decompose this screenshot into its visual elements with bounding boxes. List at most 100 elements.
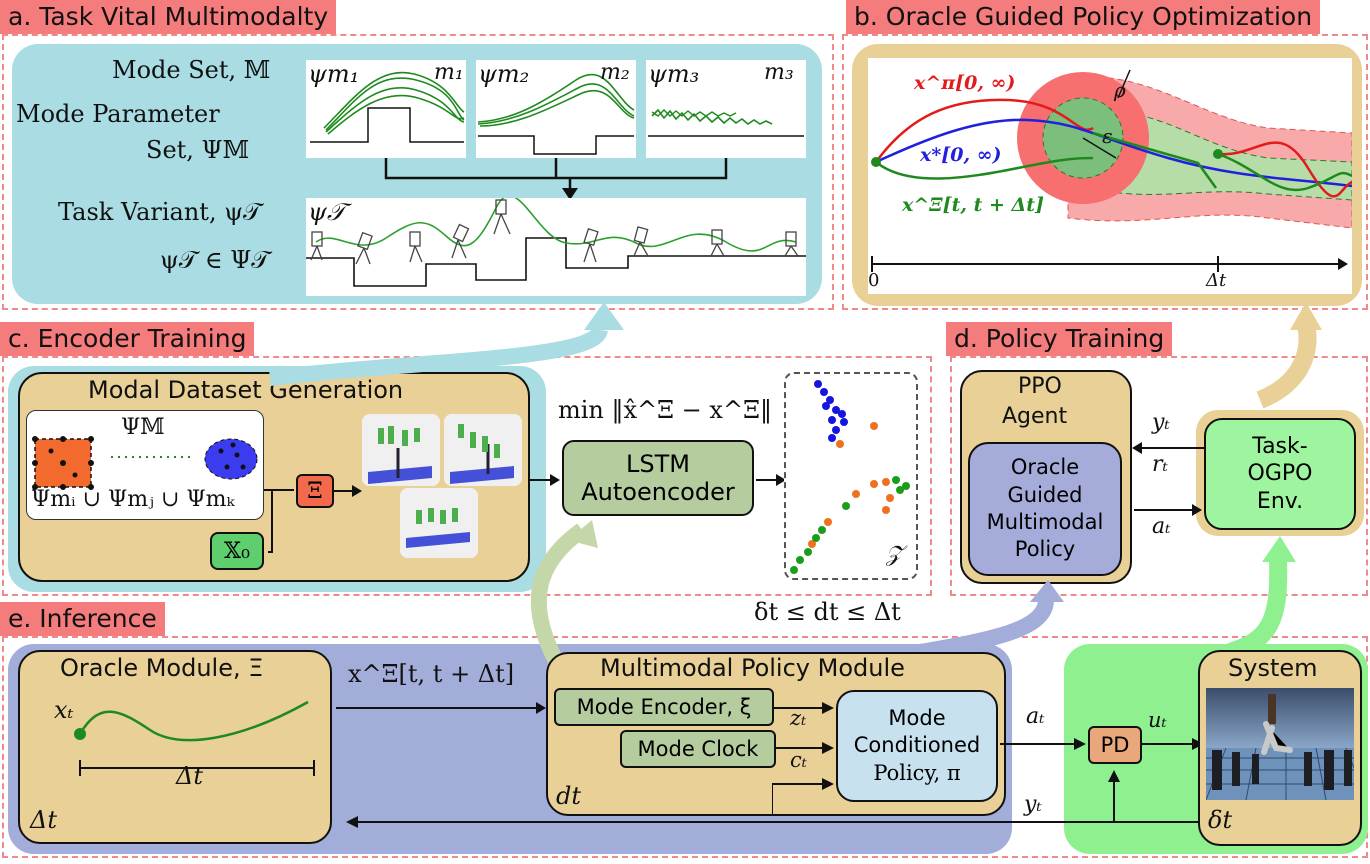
mode-m2-svg [477, 73, 635, 155]
trajectory-thumb-1 [362, 414, 440, 486]
horizon-label: Δt [176, 762, 203, 790]
mode-m3-svg [648, 108, 804, 137]
psi-M-label: Ψ𝕄 [121, 415, 165, 440]
parameter-set-svg [32, 436, 258, 490]
psi-m3-label: ψm₃ [648, 60, 700, 88]
timescale-constraint: δt ≤ dt ≤ Δt [754, 598, 901, 626]
state-x-label: xₜ [54, 696, 74, 724]
task-variant-svg [306, 198, 806, 287]
system-rate-label: δt [1208, 806, 1233, 834]
reward-label: rₜ [1152, 452, 1168, 477]
oracle-module-box [18, 650, 332, 844]
latent-space-box: 𝒵 [784, 372, 918, 580]
oracle-xi-box: Ξ [296, 474, 334, 508]
mode-m1-svg [310, 71, 465, 143]
policy-input-arrows [772, 702, 834, 816]
simulation-render [1206, 688, 1354, 800]
clock-signal-label: cₜ [790, 748, 807, 772]
parameter-set-box: Ψ𝕄 Ψmᵢ ∪ Ψmⱼ ∪ Ψmₖ [26, 410, 264, 520]
trajectory-thumb-3 [400, 488, 478, 558]
trajectory-thumb-3-svg [400, 488, 478, 558]
feedback-line [346, 770, 1198, 828]
latent-scatter [790, 380, 910, 574]
policy-label-3: Multimodal [986, 510, 1104, 534]
policy-label-1: Oracle [1010, 455, 1080, 480]
inference-action-label: aₜ [1026, 704, 1045, 729]
obs-y-label: yₜ [1152, 410, 1170, 435]
feedback-y-label: yₜ [1024, 792, 1042, 817]
oracle-to-policy-arrow [336, 702, 546, 714]
mode-m2-plot: ψm₂ m₂ [476, 60, 636, 158]
section-c-title: c. Encoder Training [0, 322, 255, 356]
x-xi-label: x^Ξ[t, t + Δt] [902, 194, 1045, 216]
section-a-frame [2, 34, 834, 310]
section-d-frame [950, 356, 1368, 596]
mode-encoder-box: Mode Encoder, ξ [554, 688, 774, 726]
pd-controller-box: PD [1088, 726, 1142, 764]
m3-label: m₃ [764, 60, 794, 85]
psi-T-label: ψ𝒯 [308, 198, 346, 226]
mode-set-label: Mode Set, 𝕄 [112, 56, 271, 84]
psi-m2-label: ψm₂ [478, 60, 530, 88]
mode-merge-connector [384, 158, 728, 200]
m2-label: m₂ [600, 60, 630, 85]
ppo-label-1: PPO [1018, 374, 1062, 399]
task-variant-label: Task Variant, ψ𝒯 [58, 198, 262, 226]
task-ogpo-env-box: Task- OGPO Env. [1204, 418, 1356, 530]
oracle-guided-policy-box: Oracle Guided Multimodal Policy [968, 442, 1122, 576]
policy-label-2: Guided [1007, 482, 1083, 507]
lstm-label-2: Autoencoder [581, 478, 735, 506]
axis-zero-label: 0 [868, 270, 880, 291]
oracle-trajectory-plot [74, 700, 315, 776]
policy-rate-label: dt [556, 782, 582, 810]
union-label: Ψmᵢ ∪ Ψmⱼ ∪ Ψmₖ [31, 487, 235, 512]
reconstruction-objective: min ‖x̂^Ξ − x^Ξ‖ [558, 396, 772, 424]
mode-conditioned-policy-box: Mode Conditioned Policy, π [836, 690, 998, 802]
policy-label-4: Policy [1014, 537, 1076, 562]
ppo-label-2: Agent [1002, 404, 1068, 429]
epsilon-label: ε [1102, 124, 1113, 148]
dataset-generation-title: Modal Dataset Generation [88, 376, 404, 404]
oracle-rate-label: Δt [30, 806, 57, 834]
trajectory-thumb-2 [444, 414, 522, 486]
lstm-autoencoder-box: LSTM Autoencoder [562, 440, 754, 516]
task-variant-set-label: ψ𝒯 ∈ Ψ𝒯 [160, 246, 270, 274]
section-e-title: e. Inference [0, 602, 165, 636]
simulation-render-svg [1206, 688, 1354, 800]
mcp-label-3: Policy, π [873, 760, 961, 785]
mode-parameter-label-2: Set, Ψ𝕄 [146, 136, 250, 164]
section-d-title: d. Policy Training [946, 322, 1173, 356]
psi-m1-label: ψm₁ [308, 60, 360, 88]
initial-state-box: 𝕏₀ [210, 532, 264, 570]
latent-label: 𝒵 [886, 542, 903, 567]
x-pi-label: x^π[0, ∞) [914, 72, 1016, 94]
mcp-label-1: Mode [888, 706, 946, 731]
env-label-1: Task- [1252, 433, 1308, 459]
dataset-to-lstm-arrow [528, 474, 560, 486]
x-star-label: x*[0, ∞) [920, 144, 1002, 166]
trajectory-thumb-2-svg [444, 414, 522, 486]
m1-label: m₁ [434, 60, 464, 85]
mode-m1-plot: ψm₁ m₁ [306, 60, 466, 158]
mode-embedding-label: zₜ [790, 706, 807, 730]
lstm-label-1: LSTM [626, 450, 690, 478]
rho-label: ρ [1114, 78, 1126, 102]
action-label: aₜ [1152, 514, 1171, 539]
oracle-module-title: Oracle Module, Ξ [60, 654, 264, 682]
section-b-frame [842, 34, 1368, 310]
section-b-title: b. Oracle Guided Policy Optimization [846, 0, 1321, 34]
system-title: System [1228, 654, 1318, 682]
dataset-connectors [264, 489, 294, 553]
mcp-label-2: Conditioned [853, 733, 981, 758]
policy-to-pd-arrow [1000, 738, 1086, 750]
ogpo-plot: x^π[0, ∞) x*[0, ∞) x^Ξ[t, t + Δt] ρ ε 0 … [868, 58, 1353, 294]
multimodal-policy-title: Multimodal Policy Module [600, 654, 905, 682]
trajectory-thumb-1-svg [362, 414, 440, 486]
pd-to-system-arrow [1142, 738, 1204, 750]
lstm-to-latent-arrow [756, 474, 786, 486]
env-label-3: Env. [1256, 488, 1304, 514]
axis-dt-label: Δt [1206, 270, 1227, 291]
task-variant-plot: ψ𝒯 [306, 198, 806, 296]
torque-label: uₜ [1148, 708, 1167, 732]
